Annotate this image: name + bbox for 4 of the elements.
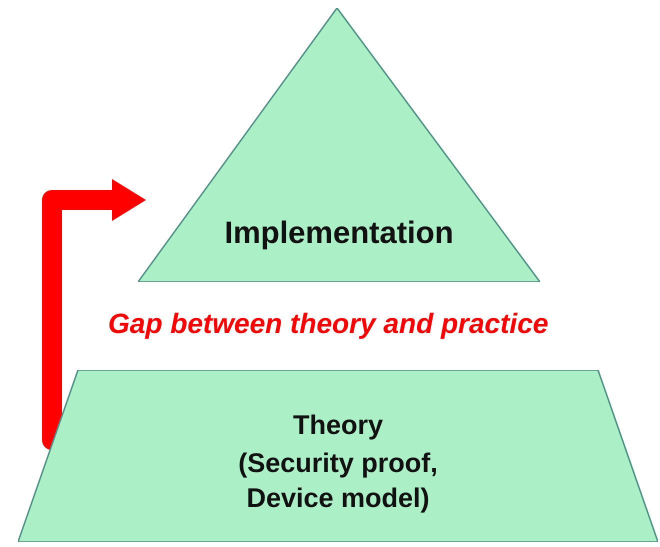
section-title: Theory <box>292 409 384 442</box>
section-description: (Security proof, Device model) <box>237 447 439 516</box>
section-title: Implementation <box>224 214 454 252</box>
gap-note: Gap between theory and practice <box>108 308 548 340</box>
